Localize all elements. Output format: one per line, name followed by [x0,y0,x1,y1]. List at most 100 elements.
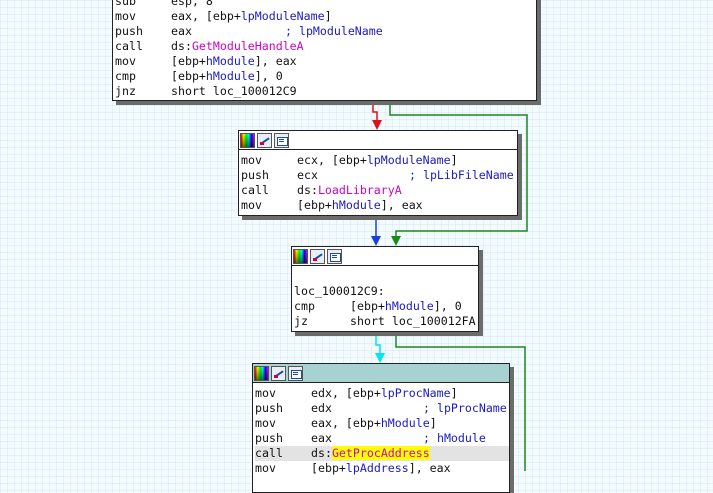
operands-tail: ] [324,9,332,23]
operands-tail: ], eax [254,54,297,68]
mnemonic: jz [294,314,308,328]
operands: eax, [ebp+ [311,416,381,430]
operands: [ebp+ [297,198,332,212]
mnemonic: push [255,401,283,415]
group-nodes-icon[interactable] [288,365,303,381]
operands-tail: ] [450,153,458,167]
group-nodes-icon[interactable] [274,132,289,148]
mnemonic: call [115,39,143,53]
mnemonic: mov [241,153,262,167]
asm-line[interactable]: mov[ebp+hModule], eax [115,54,536,69]
operands: short loc_100012FA [350,314,476,328]
comment: ; lpModuleName [285,24,383,38]
graph-edges [371,101,528,471]
operands: ds: [297,183,318,197]
edge-true [389,101,528,238]
symbol-lpModuleName[interactable]: lpModuleName [240,9,325,23]
comment: ; lpProcName [423,401,507,415]
operands: short loc_100012C9 [171,84,297,98]
asm-line[interactable]: push eax ; lpModuleName [115,24,536,39]
rename-icon[interactable] [310,248,325,264]
mnemonic: jnz [115,84,136,98]
operands: eax, [ebp+ [171,9,241,23]
operands: [ebp+ [311,461,346,475]
color-palette-icon[interactable] [240,132,255,148]
mnemonic: push [115,24,143,38]
mnemonic: call [241,183,269,197]
operands-tail: ], 0 [254,69,283,83]
asm-line[interactable]: jnz short loc_100012C9 [115,84,536,99]
asm-line[interactable]: push edx ; lpProcName [255,401,509,416]
edge-uncond-arrow [371,236,381,246]
asm-line[interactable]: mov eax, [ebp+hModule] [255,416,509,431]
operands: [ebp+ [350,299,385,313]
asm-line[interactable]: jz short loc_100012FA [294,314,478,329]
asm-line[interactable]: mov [ebp+lpAddress], eax [255,461,509,476]
operands-tail: ] [450,386,458,400]
mnemonic: cmp [294,299,315,313]
asm-line[interactable]: mov [ebp+hModule], eax [241,198,517,213]
operands: [ebp+ [171,54,206,68]
color-palette-icon[interactable] [254,365,269,381]
symbol-lpModuleName[interactable]: lpModuleName [366,153,451,167]
color-palette-icon[interactable] [293,248,308,264]
symbol-GetProcAddress[interactable]: GetProcAddress [331,446,430,460]
mnemonic: call [255,446,283,460]
edge-false-arrow [372,120,382,130]
mnemonic: mov [255,386,276,400]
edge-cyan-arrow [375,353,385,363]
operands: [ebp+ [171,69,206,83]
operands: ds: [311,446,332,460]
asm-line-selected[interactable]: call ds:GetProcAddress [255,446,509,461]
symbol-LoadLibraryA[interactable]: LoadLibraryA [317,183,402,197]
mnemonic: mov [255,416,276,430]
operands: eax [311,431,332,445]
block-header [292,247,478,266]
mnemonic: mov [255,461,276,475]
operands: ds: [171,39,192,53]
mnemonic: mov [115,9,136,23]
edge-false [372,101,378,122]
symbol-hModule[interactable]: hModule [384,299,434,313]
asm-line[interactable]: call ds:GetModuleHandleA [115,39,536,54]
asm-line[interactable]: call ds:LoadLibraryA [241,183,517,198]
operands: eax [171,24,192,38]
code-label[interactable]: loc_100012C9: [294,284,385,298]
code-block-3[interactable]: loc_100012C9: cmp [ebp+hModule], 0 jz shor… [291,246,479,332]
asm-line[interactable]: cmp [ebp+hModule], 0 [294,299,478,314]
symbol-hModule[interactable]: hModule [205,69,255,83]
block-header [253,364,509,383]
symbol-hModule[interactable]: hModule [205,54,255,68]
symbol-hModule[interactable]: hModule [380,416,430,430]
symbol-lpProcName[interactable]: lpProcName [380,386,451,400]
symbol-hModule[interactable]: hModule [331,198,381,212]
rename-icon[interactable] [271,365,286,381]
symbol-lpAddress[interactable]: lpAddress [345,461,409,475]
operands: ecx [297,168,318,182]
block-header [239,131,517,150]
asm-line[interactable]: mov eax, [ebp+lpModuleName] [115,9,536,24]
operands-tail: ], 0 [433,299,462,313]
operands-tail: ], eax [380,198,423,212]
mnemonic: cmp [115,69,136,83]
symbol-GetModuleHandleA[interactable]: GetModuleHandleA [191,39,304,53]
comment: ; hModule [423,431,486,445]
edge-cyan [375,332,381,355]
edge-true-2 [395,332,526,471]
mnemonic: mov [241,198,262,212]
group-nodes-icon[interactable] [327,248,342,264]
operands: edx [311,401,332,415]
asm-line[interactable]: cmp [ebp+hModule], 0 [115,69,536,84]
mnemonic: sub [115,0,136,8]
rename-icon[interactable] [257,132,272,148]
operands-tail: ] [429,416,437,430]
operands-tail: ], eax [408,461,451,475]
